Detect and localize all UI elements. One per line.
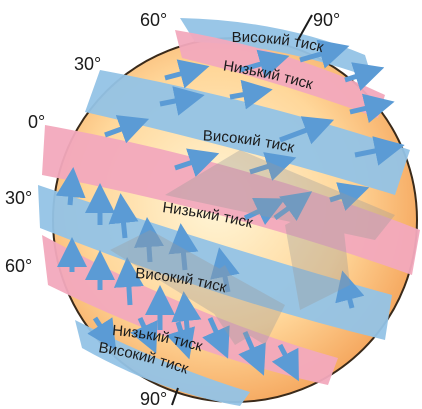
belt-high-1	[180, 18, 372, 78]
wind-arrow	[238, 331, 266, 376]
belt-high-4	[75, 320, 250, 406]
latitude-label-30-south: 30°	[5, 188, 32, 208]
wind-arrow	[104, 115, 150, 144]
pole-label-north: 90°	[313, 10, 340, 30]
wind-arrow	[279, 116, 335, 145]
wind-arrow	[239, 49, 290, 79]
wind-arrow	[299, 39, 350, 69]
wind-arrow	[108, 193, 139, 239]
latitude-labels: 60° 30° 0° 30° 60° 90° 90°	[5, 10, 340, 409]
wind-arrow	[130, 316, 158, 354]
wind-arrow	[55, 167, 86, 206]
wind-arrow	[271, 343, 299, 382]
belt-low-2	[42, 125, 420, 275]
latitude-label-equator: 0°	[28, 112, 45, 132]
wind-arrow	[174, 148, 220, 177]
wind-arrow	[210, 247, 240, 293]
latitude-label-60-north: 60°	[140, 10, 167, 30]
wind-arrow	[249, 152, 297, 181]
pole-label-south: 90°	[140, 389, 167, 409]
wind-arrow	[273, 191, 313, 221]
wind-arrows	[55, 39, 405, 382]
wind-arrow	[335, 270, 365, 309]
wind-arrow	[164, 59, 210, 89]
wind-arrow	[159, 86, 205, 116]
wind-arrow	[166, 321, 195, 360]
wind-arrow	[229, 79, 273, 110]
wind-arrow	[329, 182, 370, 211]
wind-arrow	[171, 291, 202, 339]
wind-arrow	[134, 217, 164, 263]
wind-arrow	[87, 316, 117, 351]
latitude-label-60-south: 60°	[5, 256, 32, 276]
watermark	[110, 150, 395, 345]
earth-axis	[171, 14, 313, 406]
wind-arrow	[168, 223, 199, 271]
wind-arrow	[202, 316, 230, 359]
wind-arrow	[349, 93, 395, 124]
wind-arrow	[113, 257, 144, 306]
wind-arrow	[354, 136, 405, 166]
wind-arrow	[243, 197, 286, 226]
latitude-label-30-north: 30°	[74, 54, 101, 74]
wind-arrow	[344, 62, 385, 91]
